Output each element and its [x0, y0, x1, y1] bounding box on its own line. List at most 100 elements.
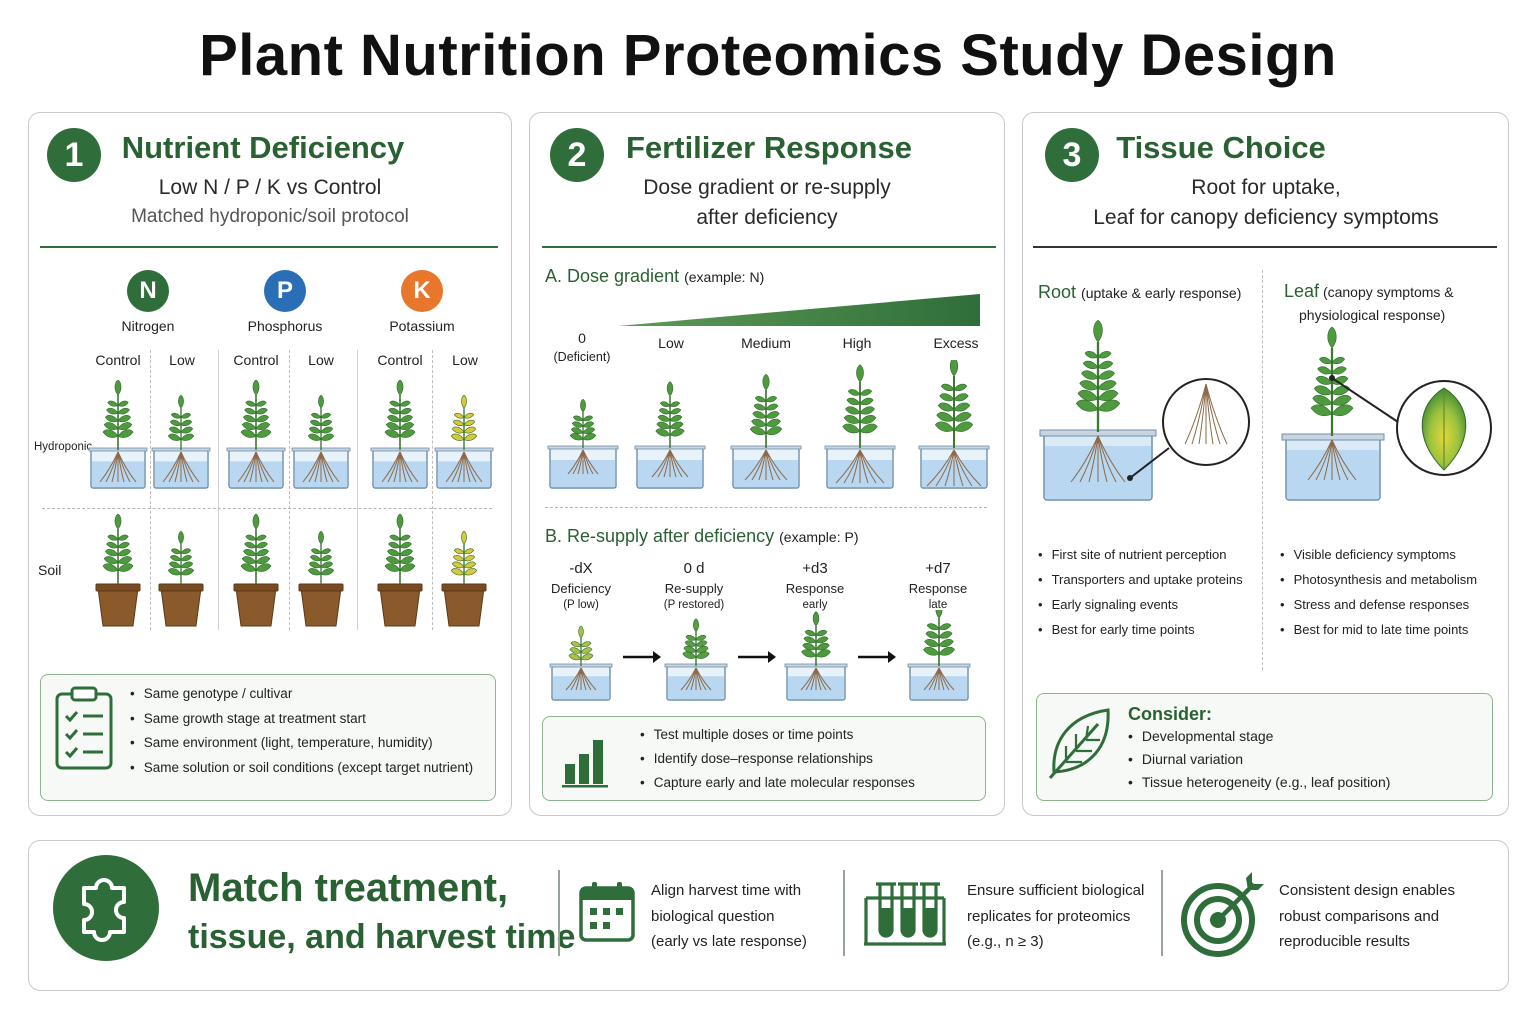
dose-gradient-plants [547, 360, 990, 489]
consider-title: Consider: [1128, 704, 1213, 724]
list-item: Visible deficiency symptoms [1280, 542, 1502, 567]
leaf-tissue-illustration [1281, 326, 1492, 501]
list-item: Test multiple doses or time points [640, 723, 980, 747]
calendar-icon [579, 882, 635, 942]
phosphorus-badge: P [264, 270, 306, 312]
page-title: Plant Nutrition Proteomics Study Design [199, 23, 1337, 88]
list-item: Best for early time points [1038, 617, 1260, 642]
col-label-n-low: Low [169, 352, 195, 368]
list-item: Tissue heterogeneity (e.g., leaf positio… [1128, 771, 1488, 794]
row-divider [42, 508, 492, 509]
bottom-divider [843, 870, 845, 956]
panel3-subtitle-line1: Root for uptake, [1191, 176, 1341, 199]
root-tissue-illustration [1039, 320, 1250, 501]
panel2-bullet-list: Test multiple doses or time points Ident… [640, 723, 980, 795]
bar-chart-icon [562, 740, 608, 788]
deficiency-plant-grid [88, 380, 494, 627]
tissue-column-divider [1262, 270, 1263, 670]
panel3-subtitle-line2: Leaf for canopy deficiency symptoms [1093, 206, 1439, 229]
text-line: biological question [651, 907, 775, 925]
list-item: Transporters and uptake proteins [1038, 567, 1260, 592]
list-item: Diurnal variation [1128, 748, 1488, 771]
timepoint-t2-l2: early [802, 599, 828, 611]
resupply-timeline-plants [549, 610, 971, 701]
panel2-subtitle-line1: Dose gradient or re-supply [643, 176, 891, 199]
consider-bullet-list: Developmental stage Diurnal variation Ti… [1128, 725, 1488, 794]
col-divider [432, 350, 433, 630]
test-tubes-icon [864, 882, 946, 946]
list-item: Photosynthesis and metabolism [1280, 567, 1502, 592]
dose-label-excess: Excess [933, 335, 979, 351]
section-b-title: B. Re-supply after deficiency (example: … [545, 526, 858, 547]
bottom-headline-line2: tissue, and harvest time [188, 918, 576, 956]
list-item: Capture early and late molecular respons… [640, 771, 980, 795]
section-a-label: A. Dose gradient [545, 266, 680, 286]
timepoint-t1-l1: Re-supply [664, 581, 724, 596]
col-divider [150, 350, 151, 630]
text-line: reproducible results [1279, 933, 1410, 950]
group-divider [357, 350, 358, 630]
col-label-p-control: Control [233, 352, 279, 368]
panel1-divider [40, 246, 498, 248]
timepoint-t3: +d7 [925, 560, 951, 577]
root-desc: (uptake & early response) [1081, 285, 1242, 301]
col-label-n-control: Control [95, 352, 141, 368]
leaf-section-title: Leaf (canopy symptoms &physiological res… [1284, 280, 1494, 327]
row-label-hydroponic: Hydroponic [34, 441, 93, 453]
panel1-subtitle2: Matched hydroponic/soil protocol [131, 206, 409, 227]
target-icon [1181, 872, 1264, 957]
col-label-p-low: Low [308, 352, 334, 368]
panel2-number-badge: 2 [550, 128, 604, 182]
text-line: Consistent design enables [1279, 882, 1455, 899]
bottom-headline-line1: Match treatment, [188, 866, 509, 910]
dose-label-0-sub: (Deficient) [553, 350, 611, 364]
timepoint-t2: +d3 [802, 560, 828, 577]
timepoint-t3-l1: Response [908, 581, 968, 596]
panel3-heading: Tissue Choice [1116, 130, 1326, 165]
text-line: (early vs late response) [651, 933, 807, 950]
root-section-title: Root (uptake & early response) [1038, 282, 1241, 303]
text-line: Align harvest time with [651, 882, 802, 899]
potassium-badge: K [401, 270, 443, 312]
panel1-heading: Nutrient Deficiency [121, 130, 405, 165]
panel1-subtitle: Low N / P / K vs Control [158, 176, 382, 199]
dose-label-0: 0 [578, 330, 586, 346]
text-line: (e.g., n ≥ 3) [967, 933, 1044, 950]
leaf-icon [1048, 708, 1110, 779]
puzzle-icon [53, 855, 159, 961]
list-item: Same genotype / cultivar [130, 682, 490, 707]
panel1-bullet-list: Same genotype / cultivar Same growth sta… [130, 682, 490, 780]
section-divider [545, 507, 987, 508]
list-item: First site of nutrient perception [1038, 542, 1260, 567]
panel2-heading: Fertilizer Response [626, 130, 912, 165]
timepoint-t0-l2: (P low) [563, 599, 599, 611]
dose-label-high: High [842, 335, 872, 351]
list-item: Same solution or soil conditions (except… [130, 756, 490, 781]
panel1-number-badge: 1 [47, 128, 101, 182]
bottom-summary-banner [28, 840, 1509, 991]
list-item: Developmental stage [1128, 725, 1488, 748]
panel2-divider [542, 246, 996, 248]
panel2-subtitle-line2: after deficiency [696, 206, 838, 229]
list-item: Same environment (light, temperature, hu… [130, 731, 490, 756]
list-item: Best for mid to late time points [1280, 617, 1502, 642]
list-item: Same growth stage at treatment start [130, 707, 490, 732]
potassium-label: Potassium [389, 318, 455, 334]
bottom-item1-text: Align harvest time with biological questi… [651, 878, 831, 955]
timepoint-t3-l2: late [928, 599, 948, 611]
timepoint-t2-l1: Response [785, 581, 845, 596]
leaf-desc-line2: physiological response) [1299, 307, 1446, 323]
panel3-divider [1033, 246, 1497, 248]
row-label-soil: Soil [38, 562, 62, 578]
dose-label-medium: Medium [741, 335, 791, 351]
root-title: Root [1038, 282, 1077, 302]
col-label-k-control: Control [377, 352, 423, 368]
root-bullet-list: First site of nutrient perception Transp… [1038, 542, 1260, 642]
col-divider [289, 350, 290, 630]
timepoint-t0: -dX [569, 560, 593, 577]
list-item: Stress and defense responses [1280, 592, 1502, 617]
clipboard-checklist-icon [55, 686, 113, 770]
section-a-title: A. Dose gradient (example: N) [545, 266, 764, 287]
